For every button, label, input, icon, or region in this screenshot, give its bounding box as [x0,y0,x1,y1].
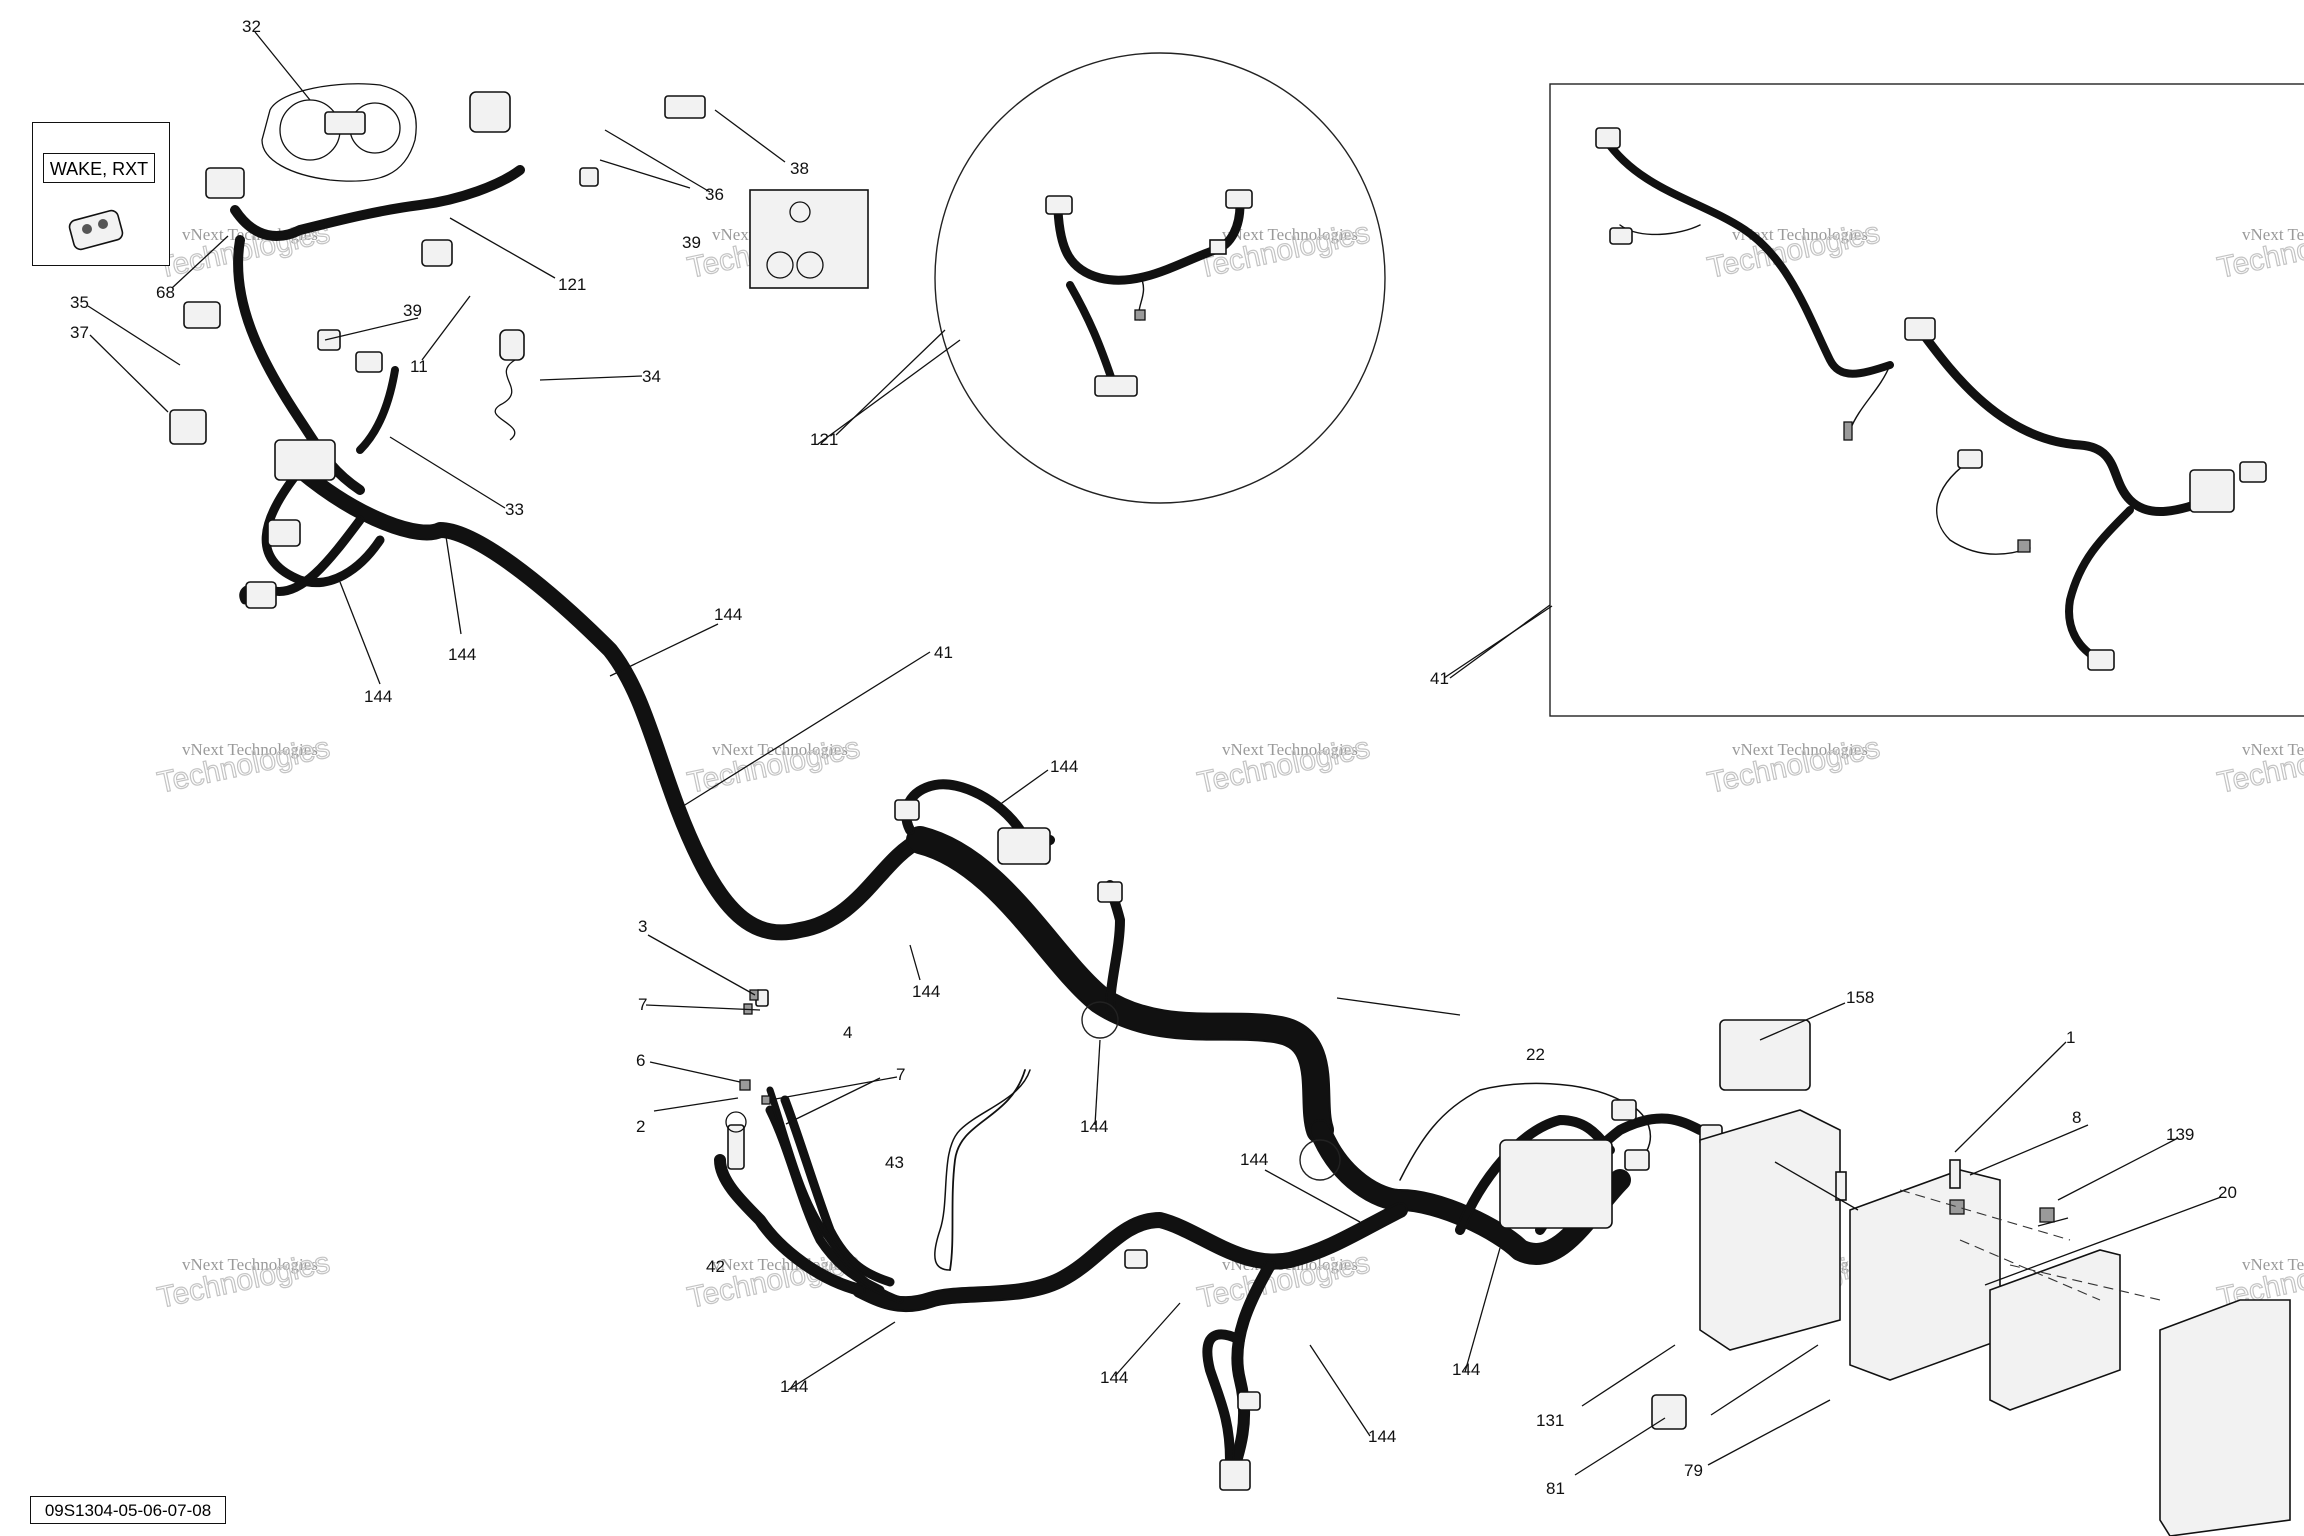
svg-text:vNext Technologies: vNext Technologies [2242,740,2304,759]
callout-42: 42 [706,1257,725,1276]
callout-144: 144 [364,687,392,706]
callout-144: 144 [1100,1368,1128,1387]
callout-7: 7 [638,995,647,1014]
callout-35: 35 [70,293,89,312]
main-harness [292,462,1811,1491]
svg-text:vNext Technologies: vNext Technologies [712,740,848,759]
callout-144: 144 [1240,1150,1268,1169]
callout-144: 144 [1452,1360,1480,1379]
diagram-reference-code: 09S1304-05-06-07-08 [30,1496,226,1524]
callout-43: 43 [885,1153,904,1172]
callout-41: 41 [934,643,953,662]
callout-4: 4 [843,1023,852,1042]
svg-text:vNext Technologies: vNext Technologies [2242,1255,2304,1274]
svg-text:vNext Technologies: vNext Technologies [182,740,318,759]
callout-39: 39 [403,301,422,320]
battery-assembly [1651,1109,2291,1536]
callout-2: 2 [636,1117,645,1136]
model-variant-inset: WAKE, RXT [32,122,170,266]
svg-text:vNext Technologies: vNext Technologies [1732,740,1868,759]
callout-144: 144 [780,1377,808,1396]
callout-144: 144 [1050,757,1078,776]
switch-part-icon [68,209,124,251]
callout-34: 34 [642,367,661,386]
callout-81: 81 [1546,1479,1565,1498]
callout-8: 8 [2072,1108,2081,1127]
callout-139: 139 [2166,1125,2194,1144]
callout-121: 121 [810,430,838,449]
callout-22: 22 [1526,1045,1545,1064]
svg-text:vNext Technologies: vNext Technologies [182,1255,318,1274]
callout-37: 37 [70,323,89,342]
callout-131: 131 [1536,1411,1564,1430]
detail-circle-121 [934,52,1386,504]
model-variant-label: WAKE, RXT [43,153,155,183]
callout-144: 144 [714,605,742,624]
callout-11: 11 [410,357,428,376]
callout-32: 32 [242,17,261,36]
callout-121: 121 [558,275,586,294]
callout-36: 36 [705,185,724,204]
callout-79: 79 [1684,1461,1703,1480]
callout-labels: 32 38 36 39 121 68 39 11 35 34 37 33 144… [70,17,2237,1498]
callout-68: 68 [156,283,175,302]
callout-1: 1 [2066,1028,2075,1047]
callout-41: 41 [1430,669,1449,688]
callout-38: 38 [790,159,809,178]
callout-39: 39 [682,233,701,252]
leader-lines [87,31,2222,1476]
callout-144: 144 [1368,1427,1396,1446]
svg-text:vNext Technologies: vNext Technologies [2242,225,2304,244]
callout-33: 33 [505,500,524,519]
callout-144: 144 [1080,1117,1108,1136]
svg-text:vNext Technologies: vNext Technologies [1732,225,1868,244]
callout-7: 7 [896,1065,905,1084]
callout-144: 144 [912,982,940,1001]
svg-text:vNext Technologies: vNext Technologies [1222,225,1358,244]
callout-6: 6 [636,1051,645,1070]
callout-158: 158 [1846,988,1874,1007]
detail-box-41 [1549,83,2304,717]
callout-3: 3 [638,917,647,936]
callout-20: 20 [2218,1183,2237,1202]
svg-text:vNext Technologies: vNext Technologies [1222,740,1358,759]
battery-cable [725,989,1026,1304]
callout-144: 144 [448,645,476,664]
